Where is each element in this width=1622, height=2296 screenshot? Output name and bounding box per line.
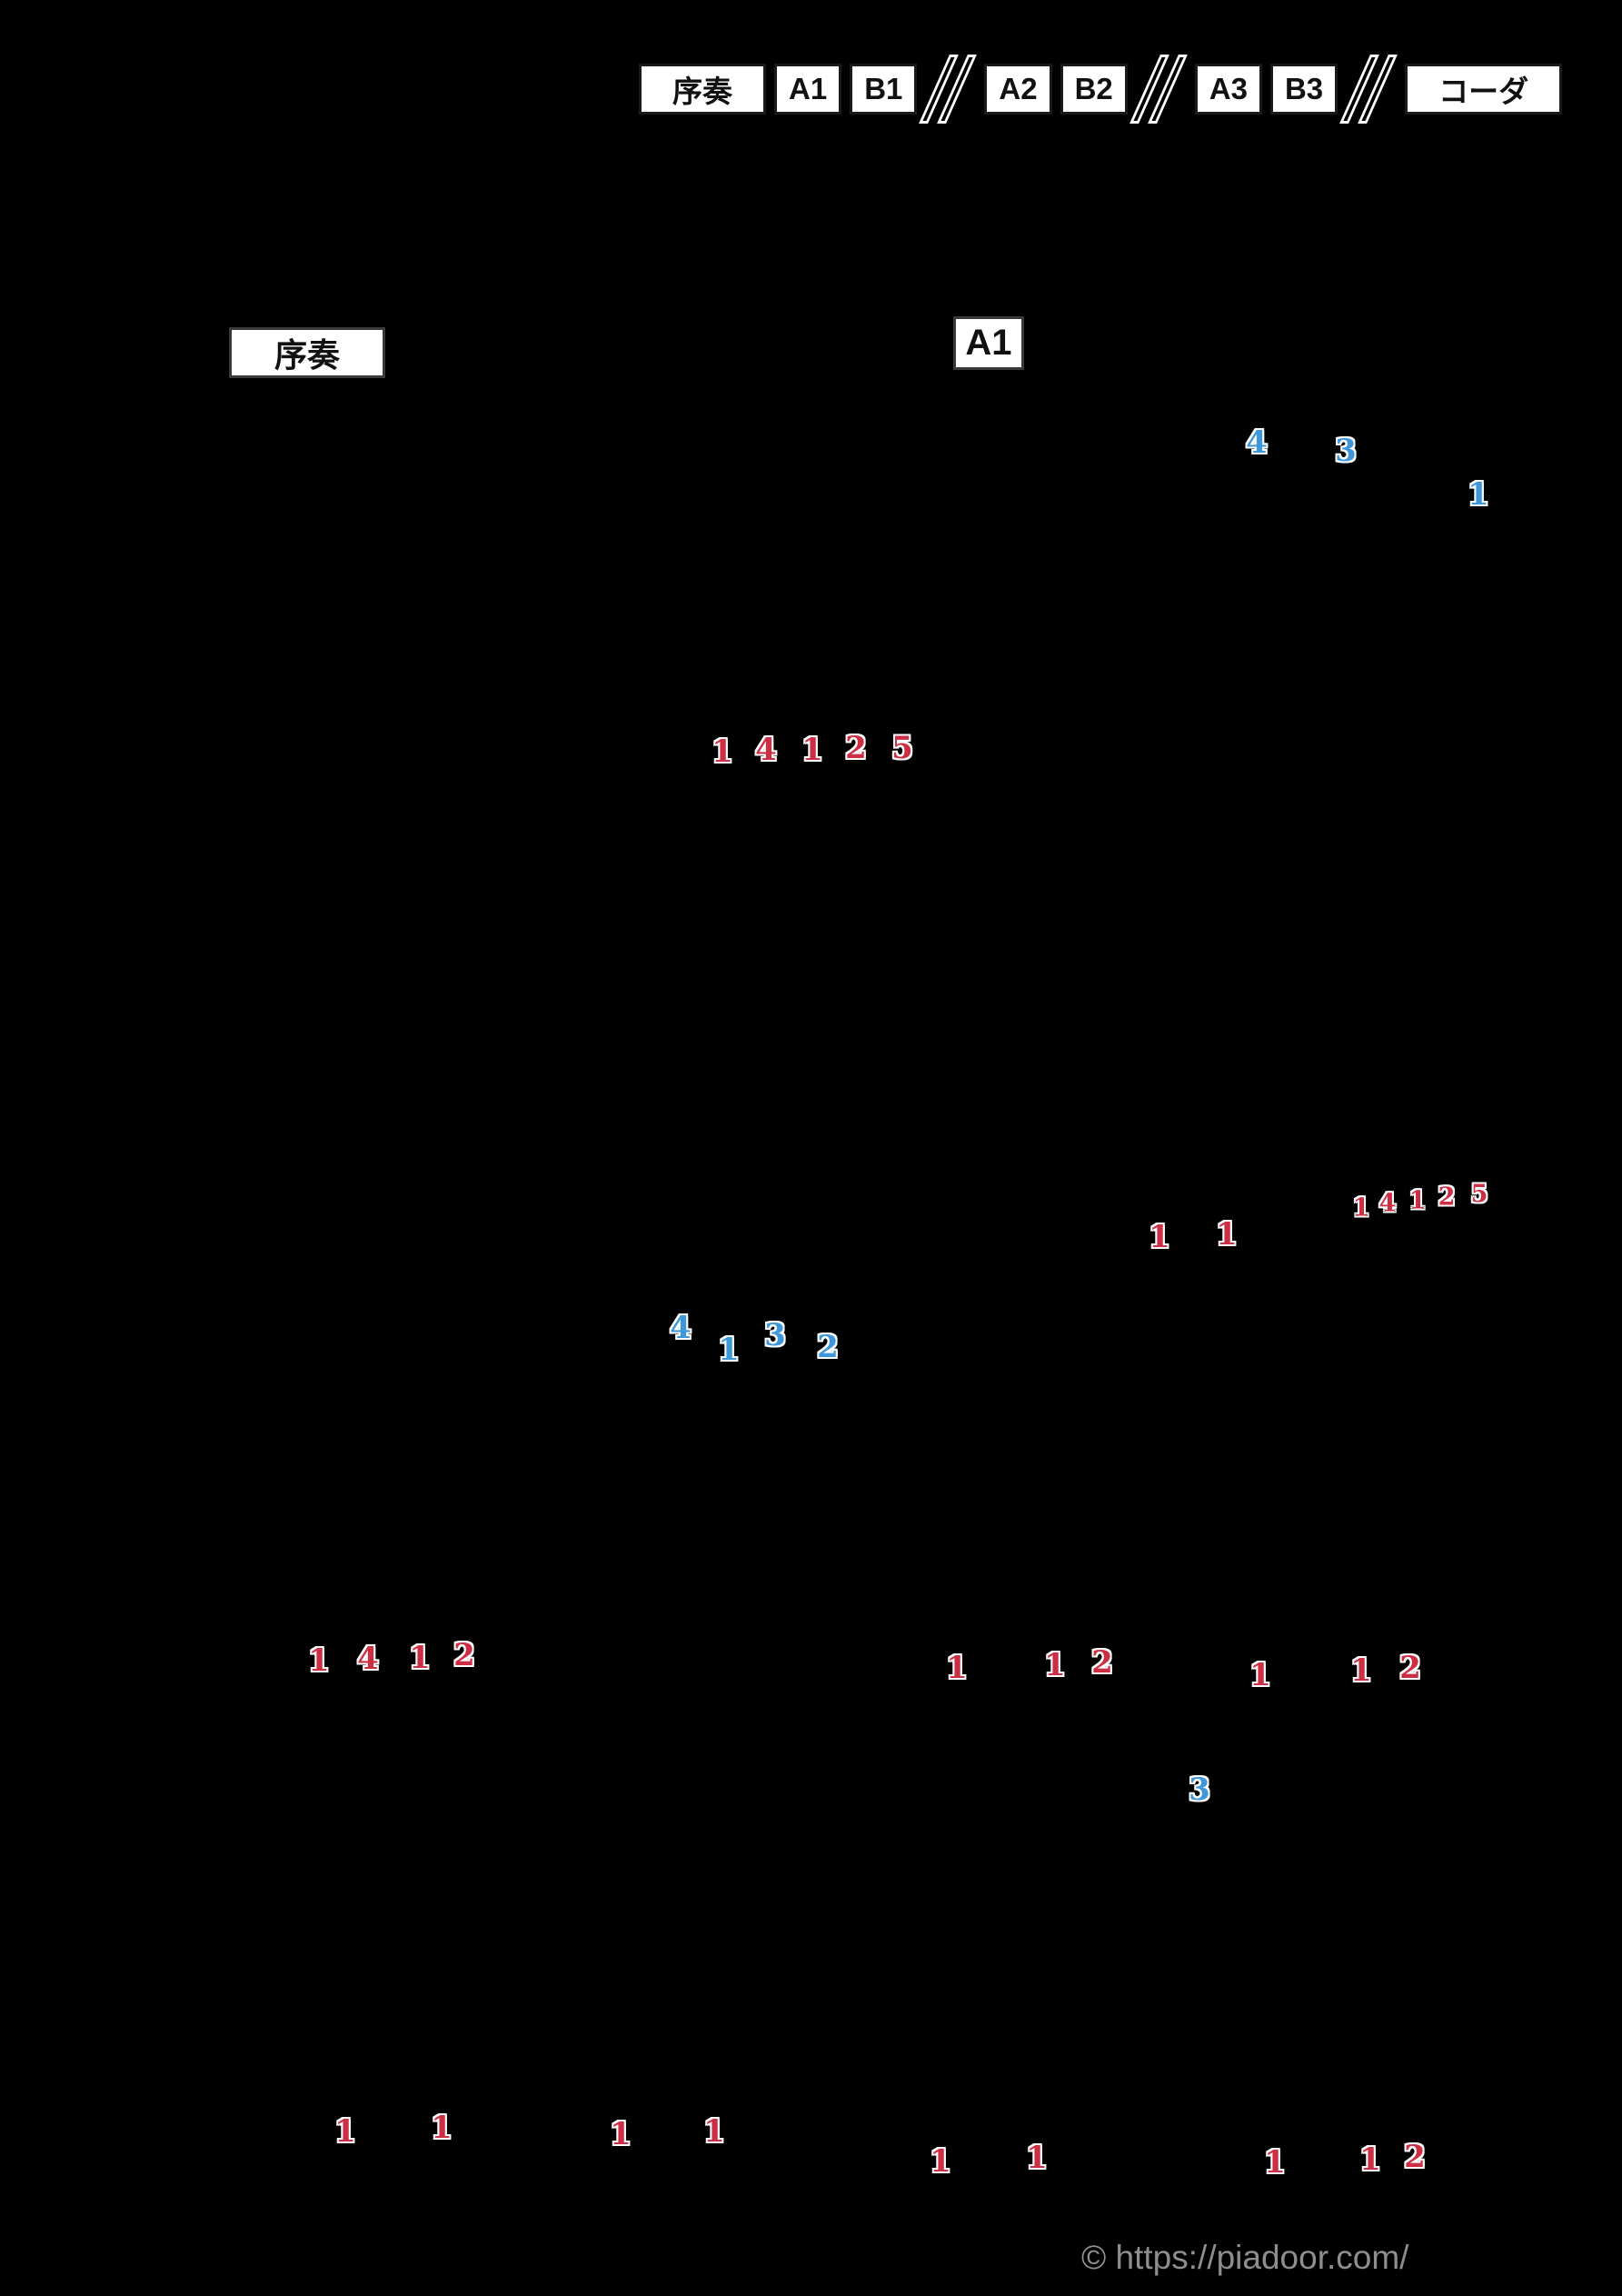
- fingering-number: 1: [409, 1640, 431, 1676]
- double-slash-divider: [1129, 55, 1188, 124]
- fingering-number: 1: [718, 1332, 740, 1368]
- fingering-number: 4: [357, 1641, 379, 1677]
- double-slash-divider: [919, 55, 978, 124]
- fingering-number: 2: [1091, 1644, 1113, 1681]
- form-section-box: 序奏: [639, 64, 766, 115]
- form-section-box: A2: [984, 64, 1052, 115]
- fingering-number: 1: [1249, 1657, 1271, 1693]
- section-label: 序奏: [229, 327, 385, 378]
- fingering-number: 1: [1352, 1193, 1370, 1223]
- fingering-number: 2: [817, 1329, 839, 1365]
- fingering-number: 4: [755, 732, 777, 768]
- fingering-number: 1: [1044, 1647, 1066, 1683]
- form-section-box: A3: [1194, 64, 1262, 115]
- copyright-text: © https://piadoor.com/: [1081, 2239, 1409, 2276]
- fingering-number: 2: [845, 730, 867, 766]
- form-section-box: B1: [850, 64, 918, 115]
- form-section-box: B2: [1060, 64, 1128, 115]
- fingering-number: 1: [334, 2113, 356, 2150]
- form-section-box: B3: [1269, 64, 1338, 115]
- fingering-number: 1: [711, 734, 733, 770]
- fingering-number: 1: [1408, 1186, 1427, 1215]
- fingering-number: 5: [1470, 1180, 1488, 1209]
- slash-bar: [937, 55, 978, 124]
- fingering-number: 2: [1404, 2139, 1426, 2175]
- fingering-number: 2: [1438, 1183, 1456, 1212]
- fingering-number: 4: [670, 1310, 692, 1346]
- fingering-number: 3: [764, 1317, 786, 1353]
- fingering-number: 2: [453, 1637, 475, 1673]
- fingering-number: 1: [308, 1642, 330, 1679]
- form-section-box: コーダ: [1405, 64, 1563, 115]
- fingering-number: 1: [1216, 1216, 1238, 1253]
- fingering-number: 1: [1026, 2140, 1048, 2176]
- fingering-number: 1: [1149, 1219, 1170, 1255]
- fingering-number: 1: [1468, 476, 1489, 513]
- fingering-number: 1: [801, 732, 823, 768]
- fingering-number: 5: [891, 730, 913, 766]
- fingering-number: 1: [431, 2110, 453, 2146]
- fingering-number: 1: [703, 2113, 725, 2150]
- fingering-number: 3: [1189, 1772, 1210, 1808]
- fingering-number: 1: [930, 2143, 951, 2180]
- section-label: A1: [953, 316, 1024, 370]
- fingering-number: 1: [1359, 2141, 1381, 2178]
- fingering-number: 3: [1335, 433, 1357, 469]
- fingering-number: 2: [1399, 1650, 1421, 1686]
- fingering-number: 1: [610, 2116, 632, 2152]
- fingering-number: 1: [946, 1650, 968, 1686]
- fingering-number: 1: [1350, 1652, 1372, 1689]
- fingering-number: 4: [1246, 424, 1268, 461]
- form-section-box: A1: [774, 64, 842, 115]
- double-slash-divider: [1339, 55, 1398, 124]
- fingering-number: 1: [1264, 2144, 1286, 2181]
- fingering-number: 4: [1378, 1189, 1397, 1218]
